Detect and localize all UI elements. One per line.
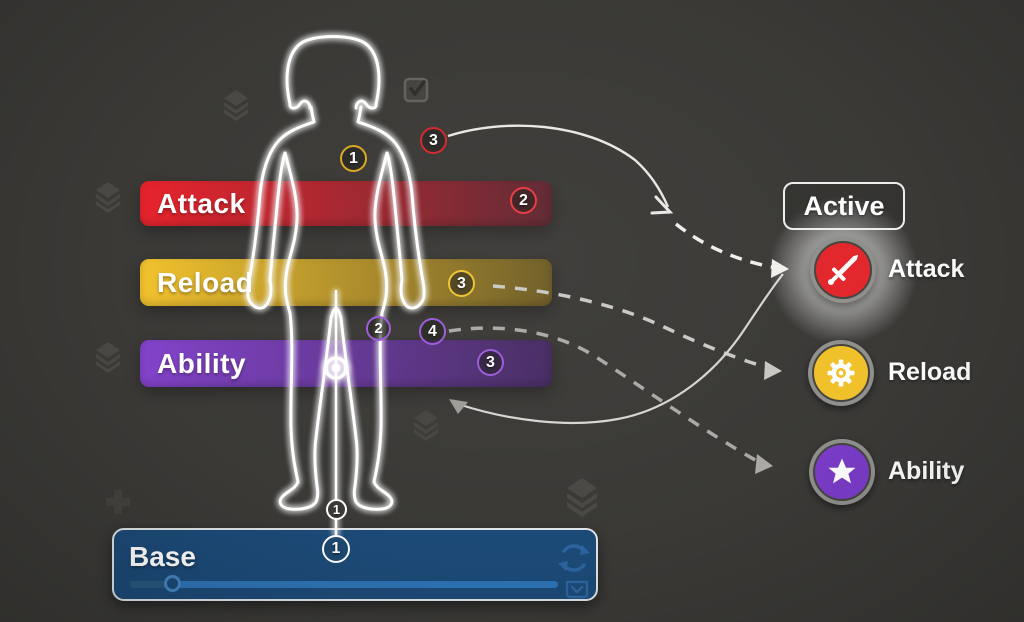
flow-arrow-solid-top xyxy=(447,124,670,208)
star-icon xyxy=(828,458,856,484)
body-outline xyxy=(356,105,426,310)
arrowhead xyxy=(755,454,773,474)
body-outline xyxy=(278,151,333,511)
arrowhead xyxy=(650,195,674,215)
badge-reload-count[interactable]: 3 xyxy=(448,270,475,297)
timeline-dot[interactable] xyxy=(324,356,348,380)
layers-icon xyxy=(414,410,438,441)
base-panel: Base xyxy=(112,528,598,601)
arrowhead xyxy=(449,399,468,414)
badge-ability-count[interactable]: 3 xyxy=(477,349,504,376)
body-outline xyxy=(246,105,316,310)
badge-base-link-upper[interactable]: 1 xyxy=(326,499,347,520)
badge-pre-ability-right[interactable]: 4 xyxy=(419,318,446,345)
slider-knob[interactable] xyxy=(164,575,182,592)
active-chip-ability[interactable] xyxy=(809,439,875,505)
layers-icon xyxy=(567,478,597,517)
track-reload-label: Reload xyxy=(157,266,254,298)
base-slider[interactable] xyxy=(130,575,558,592)
badge-pre-ability-left[interactable]: 2 xyxy=(366,316,391,341)
track-reload[interactable]: Reload xyxy=(140,259,552,306)
active-item-ability-label: Ability xyxy=(888,457,965,485)
base-title: Base xyxy=(129,541,196,572)
attack-chip-fill xyxy=(814,241,872,299)
flow-arrow-dashed-attack xyxy=(674,222,773,269)
badge-flow-source[interactable]: 3 xyxy=(420,127,447,154)
active-item-attack-label: Attack xyxy=(888,255,965,283)
gear-icon xyxy=(827,359,855,387)
layers-icon xyxy=(96,342,120,373)
flow-arrow-dashed-ability xyxy=(448,326,758,463)
checkbox-icon xyxy=(403,77,429,103)
flow-arrow-solid-return xyxy=(457,273,784,425)
sword-icon xyxy=(827,254,859,286)
active-chip-attack[interactable] xyxy=(810,237,876,303)
tray-icon[interactable] xyxy=(564,578,590,600)
hair-outline xyxy=(285,35,381,110)
timeline-dot-center xyxy=(331,363,341,373)
active-chip-reload[interactable] xyxy=(808,340,874,406)
layers-icon xyxy=(96,182,120,213)
slider-fill xyxy=(130,581,173,588)
active-item-reload-label: Reload xyxy=(888,358,972,386)
flow-arrow-dashed-reload xyxy=(492,284,767,369)
track-attack-label: Attack xyxy=(157,187,246,219)
refresh-icon[interactable] xyxy=(556,540,592,576)
badge-attack-count[interactable]: 2 xyxy=(510,187,537,214)
badge-base-link-lower[interactable]: 1 xyxy=(322,535,350,563)
track-attack[interactable]: Attack xyxy=(140,181,552,226)
ability-chip-fill xyxy=(813,443,871,501)
body-outline xyxy=(339,151,394,511)
arrowhead xyxy=(764,361,782,380)
reload-chip-fill xyxy=(812,344,870,402)
badge-chest[interactable]: 1 xyxy=(340,145,367,172)
layers-icon xyxy=(224,90,248,121)
plus-icon xyxy=(106,490,130,514)
active-label: Active xyxy=(783,182,905,230)
track-ability-label: Ability xyxy=(157,347,247,379)
